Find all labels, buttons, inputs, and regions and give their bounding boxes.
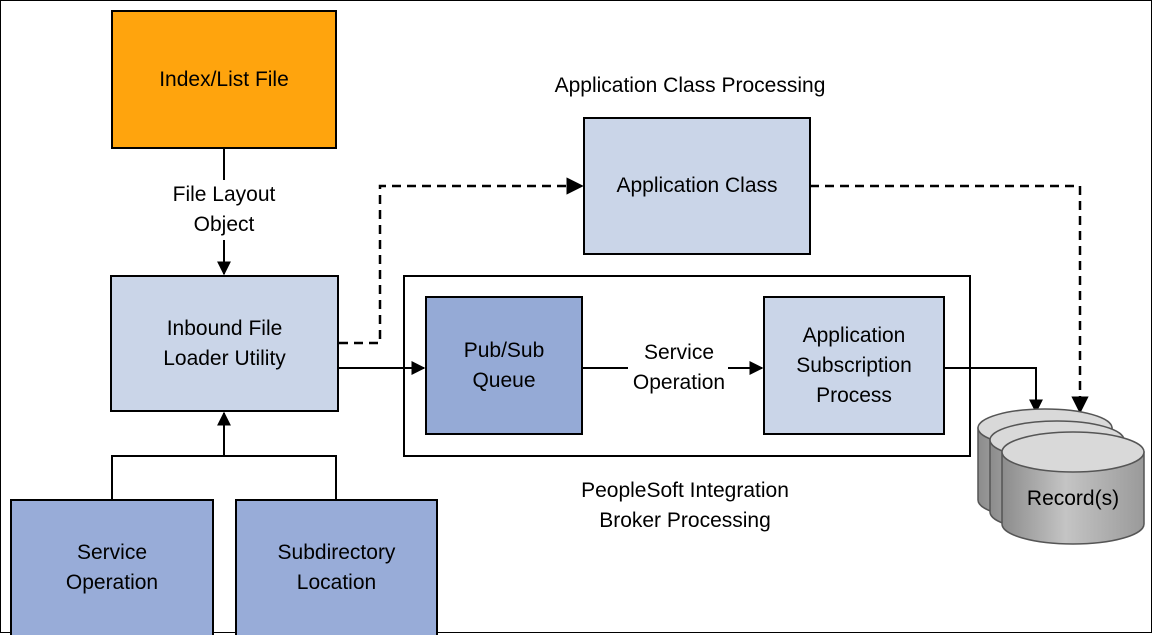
- application-subscription-label: Application Subscription Process: [796, 323, 912, 407]
- service-operation-node: Service Operation: [10, 499, 214, 635]
- pubsub-queue-label: Pub/Sub Queue: [463, 338, 545, 392]
- records-cylinder-stack: [977, 408, 1145, 545]
- index-list-file-label: Index/List File: [159, 67, 289, 91]
- inbound-file-loader-node: Inbound File Loader Utility: [110, 275, 339, 412]
- application-class-processing-label: Application Class Processing: [554, 74, 826, 97]
- application-subscription-node: Application Subscription Process: [763, 296, 945, 435]
- edge-appclass-to-records: [810, 184, 1089, 414]
- service-operation-edge-label: Service Operation: [632, 341, 726, 394]
- application-class-node: Application Class: [583, 117, 811, 255]
- edge-subscription-to-records: [945, 367, 1043, 414]
- subdirectory-location-label: Subdirectory Location: [277, 541, 396, 594]
- edge-loader-to-appclass: [339, 177, 584, 345]
- ib-processing-container: [403, 275, 971, 457]
- records-label: Record(s): [1026, 487, 1120, 510]
- peoplesoft-ib-processing-label: PeopleSoft Integration Broker Processing: [581, 479, 789, 532]
- service-operation-label: Service Operation: [65, 541, 159, 594]
- index-list-file-node: Index/List File: [111, 10, 337, 149]
- file-layout-object-label: File Layout Object: [172, 183, 276, 236]
- application-class-label: Application Class: [616, 174, 778, 197]
- subdirectory-location-node: Subdirectory Location: [235, 499, 438, 635]
- inbound-file-loader-label: Inbound File Loader Utility: [163, 316, 286, 370]
- pubsub-queue-node: Pub/Sub Queue: [425, 296, 583, 435]
